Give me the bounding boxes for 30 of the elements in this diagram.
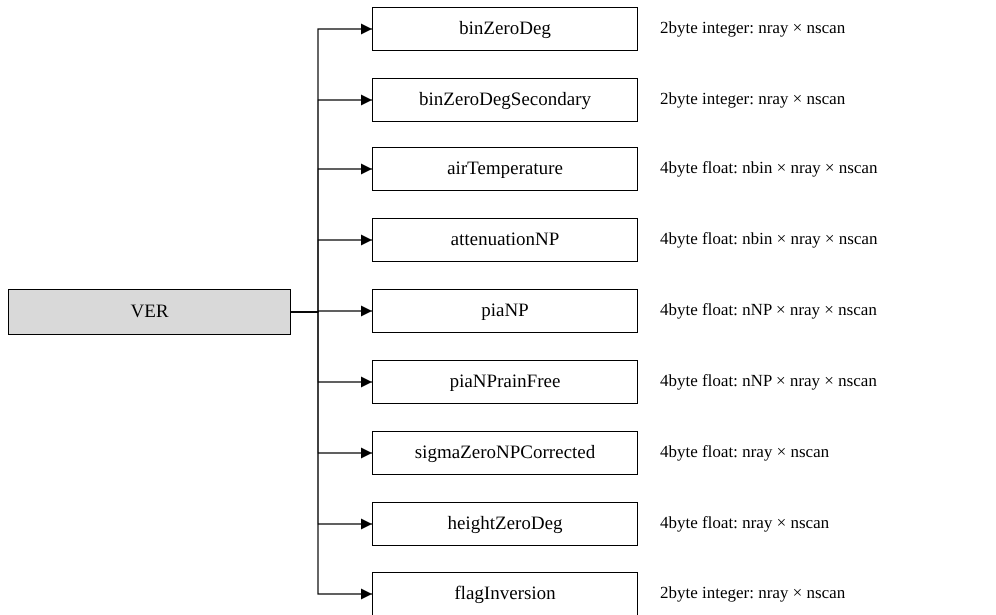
node-label: binZeroDegSecondary [419, 89, 591, 111]
field-box [372, 572, 638, 615]
node-label: heightZeroDeg [447, 513, 562, 535]
type-description: 2byte integer: nray × nscan [660, 583, 846, 603]
field-box [372, 78, 638, 122]
node-label: flagInversion [454, 583, 556, 605]
field-box [372, 7, 638, 51]
type-description: 4byte float: nNP × nray × nscan [660, 300, 877, 320]
type-description: 4byte float: nbin × nray × nscan [660, 158, 878, 178]
field-box [372, 360, 638, 404]
node-label: sigmaZeroNPCorrected [414, 442, 596, 464]
type-description: 4byte float: nNP × nray × nscan [660, 371, 877, 391]
type-description: 2byte integer: nray × nscan [660, 18, 846, 38]
field-box [372, 289, 638, 333]
node-label: airTemperature [447, 158, 563, 180]
type-description: 4byte float: nray × nscan [660, 442, 830, 462]
field-box [372, 147, 638, 191]
node-label: attenuationNP [450, 229, 560, 251]
field-box [372, 218, 638, 262]
node-label: binZeroDeg [459, 18, 551, 40]
field-box [372, 502, 638, 546]
type-description: 4byte float: nray × nscan [660, 513, 830, 533]
node-label: VER [130, 301, 168, 323]
type-description: 4byte float: nbin × nray × nscan [660, 229, 878, 249]
node-label: piaNP [481, 300, 529, 322]
type-description: 2byte integer: nray × nscan [660, 89, 846, 109]
arrow [291, 311, 372, 600]
field-box [372, 431, 638, 475]
node-label: piaNPrainFree [450, 371, 560, 393]
root-box [8, 289, 291, 335]
